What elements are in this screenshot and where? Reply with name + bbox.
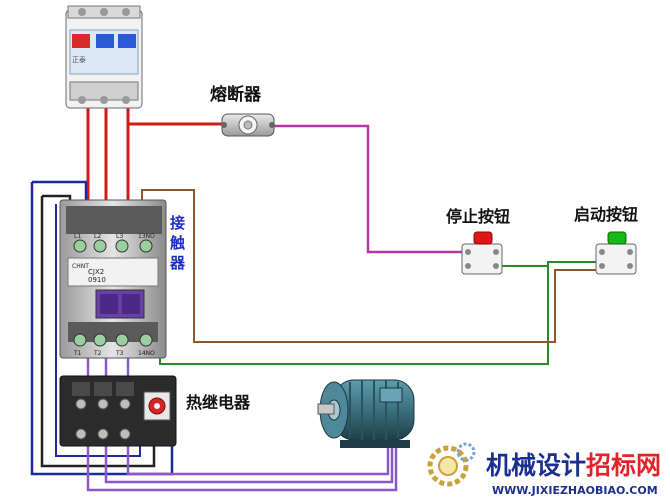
breaker-brand: 正泰	[72, 55, 86, 64]
stop-button-label: 停止按钮	[446, 207, 510, 226]
gear-icon	[427, 442, 476, 487]
circuit-breaker: 正泰	[65, 5, 143, 109]
wires	[30, 108, 596, 492]
green-wire-stop-start	[502, 261, 596, 267]
purple-wire-3	[126, 440, 390, 476]
contactor-label-char: 器	[169, 254, 186, 272]
contactor: L1 L2 L3 13NO CHNT CJX2 0910 T1 T2 T3 14…	[59, 199, 167, 359]
purple-wire-1	[86, 440, 398, 492]
start-button-label: 启动按钮	[574, 205, 638, 224]
contactor-label: 接 触 器	[169, 214, 186, 272]
brown-wire-contactor-start	[141, 189, 596, 343]
fuse-label: 熔断器	[210, 84, 262, 105]
purple-wire-2	[104, 440, 394, 484]
magenta-wire-fuse-to-stop	[273, 124, 462, 254]
watermark-url: WWW.JIXIEZHAOBIAO.COM	[492, 484, 658, 497]
watermark-brand-part2: 招标网	[586, 451, 661, 480]
terminal-label: T1	[73, 350, 82, 357]
terminal-label: T2	[93, 350, 102, 357]
contactor-model: CJX2	[88, 268, 104, 276]
terminal-label: 14NO	[138, 350, 155, 357]
thermal-relay-label: 热继电器	[186, 393, 251, 412]
start-button	[595, 231, 637, 275]
motor	[317, 379, 415, 448]
fuse	[221, 113, 275, 137]
watermark: 机械设计 招标网 WWW.JIXIEZHAOBIAO.COM	[427, 442, 661, 497]
terminal-label: L3	[116, 233, 123, 240]
blue-wire-outer	[30, 180, 174, 476]
watermark-brand-part1: 机械设计	[486, 451, 586, 480]
contactor-label-char: 触	[170, 234, 185, 252]
terminal-label: L1	[74, 233, 81, 240]
contactor-brand: CHNT	[72, 263, 89, 270]
terminal-label: 13NO	[138, 233, 155, 240]
terminal-label: T3	[115, 350, 124, 357]
blue-wire-inner	[55, 204, 141, 457]
green-wire-start-to-coil	[159, 266, 549, 365]
contactor-label-char: 接	[170, 214, 185, 232]
thermal-relay	[59, 375, 177, 447]
stop-button	[461, 231, 503, 275]
contactor-code: 0910	[88, 276, 106, 284]
terminal-label: L2	[94, 233, 101, 240]
